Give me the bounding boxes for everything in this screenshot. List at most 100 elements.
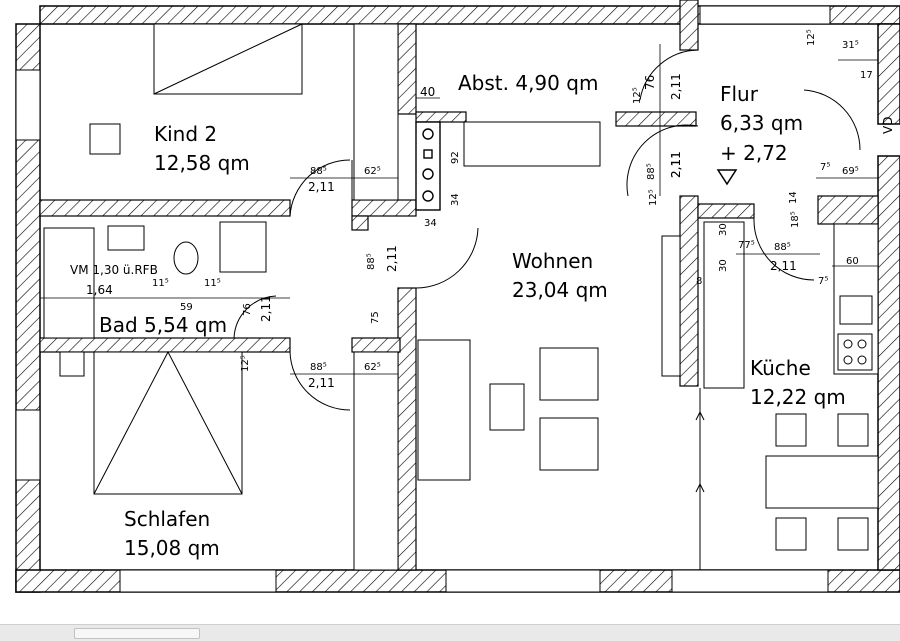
- bathtub: [43, 227, 95, 339]
- dimension-label: 75: [370, 311, 381, 324]
- room-schlafen-name: Schlafen: [124, 507, 210, 531]
- wall: [697, 203, 755, 219]
- wall: [39, 199, 291, 217]
- dimension-label: 34: [424, 218, 437, 229]
- counter: [703, 221, 745, 389]
- wall: [679, 0, 699, 51]
- dimension-label: 77⁵: [738, 240, 755, 251]
- armchair: [539, 347, 599, 401]
- dimension-label: 12⁵: [632, 87, 643, 104]
- dimension-label: 62⁵: [364, 166, 381, 177]
- window: [699, 5, 831, 25]
- dimension-label: 2,11: [669, 73, 683, 100]
- desk: [89, 123, 121, 155]
- room-wohnen-area: 23,04 qm: [512, 278, 608, 302]
- dimension-label: 88⁵: [774, 242, 791, 253]
- dimension-label: 2,11: [308, 180, 335, 194]
- dimension-label: 2,11: [669, 151, 683, 178]
- dining-table: [765, 455, 879, 509]
- room-schlafen-area: 15,08 qm: [124, 536, 220, 560]
- level-marker-icon: [716, 169, 738, 186]
- window: [15, 69, 41, 141]
- window: [671, 569, 829, 593]
- dimension-label: 69⁵: [842, 166, 859, 177]
- dimension-label: 88⁵: [366, 253, 377, 270]
- dimension-label: 14: [788, 191, 799, 204]
- dimension-label: 76: [643, 75, 657, 90]
- sofa: [417, 339, 471, 481]
- room-kind2-area: 12,58 qm: [154, 151, 250, 175]
- wall: [679, 195, 699, 387]
- interior-walls: [39, 0, 879, 571]
- armchair: [539, 417, 599, 471]
- open-divider: [695, 388, 705, 570]
- windows: [15, 5, 831, 593]
- chimney: [415, 121, 441, 211]
- dimension-label: 8: [696, 276, 702, 287]
- dimension-label: 7⁵: [820, 162, 830, 173]
- wall: [351, 337, 401, 353]
- dimension-label: 88⁵: [310, 166, 327, 177]
- wall-right-upper: [877, 23, 900, 125]
- dimension-label: 76: [242, 303, 253, 316]
- dimension-label: 59: [180, 302, 193, 313]
- dimension-label: 2,11: [669, 151, 683, 178]
- shelf: [661, 235, 681, 377]
- washbasin: [107, 225, 145, 251]
- dimension-lines: [40, 44, 878, 375]
- scrollbar-thumb[interactable]: [74, 628, 200, 639]
- window: [445, 569, 601, 593]
- wall: [351, 215, 369, 231]
- stove: [837, 333, 873, 371]
- dimension-label: 88⁵: [646, 163, 657, 180]
- door-swings: [233, 49, 861, 411]
- dimension-label: VD: [881, 117, 895, 134]
- dimension-label: 31⁵: [842, 40, 859, 51]
- wardrobe: [353, 351, 399, 571]
- room-kueche-area: 12,22 qm: [750, 385, 846, 409]
- room-flur-extra: + 2,72: [720, 141, 788, 165]
- nightstand: [59, 351, 85, 377]
- dimension-label: 12⁵: [806, 29, 817, 46]
- toilet: [173, 241, 199, 275]
- dimension-label: 88⁵: [310, 362, 327, 373]
- dimension-label: 40: [420, 85, 435, 99]
- chair: [837, 413, 869, 447]
- dimension-labels: 40 76 2,11 12⁵ 2,11 12⁵ 31⁵ 17 VD 88⁵ 2,…: [70, 29, 895, 390]
- dimension-label: VM 1,30 ü.RFB: [70, 263, 158, 277]
- wall: [351, 199, 417, 217]
- furniture: [43, 23, 879, 571]
- wall: [817, 195, 879, 225]
- chair: [837, 517, 869, 551]
- chair: [775, 413, 807, 447]
- chair: [775, 517, 807, 551]
- dimension-label: 17: [860, 70, 873, 81]
- dimension-label: 7⁵: [818, 276, 828, 287]
- dimension-label: 34: [450, 193, 461, 206]
- dimension-label: 92: [450, 151, 461, 164]
- room-kueche-name: Küche: [750, 356, 811, 380]
- dimension-label: 11⁵: [152, 278, 169, 289]
- dimension-label: 2,11: [259, 295, 273, 322]
- dimension-label: 12⁵: [240, 355, 251, 372]
- wardrobe: [353, 23, 399, 201]
- room-bad-label: Bad 5,54 qm: [99, 313, 227, 337]
- wall: [39, 337, 291, 353]
- wall: [415, 111, 467, 123]
- dimension-label: 1,64: [86, 283, 113, 297]
- wall-right: [877, 155, 900, 571]
- room-flur-area: 6,33 qm: [720, 111, 803, 135]
- horizontal-scrollbar[interactable]: [0, 624, 900, 641]
- shower: [219, 221, 267, 273]
- dimension-label: 62⁵: [364, 362, 381, 373]
- room-wohnen-name: Wohnen: [512, 249, 593, 273]
- dimension-label: 11⁵: [204, 278, 221, 289]
- dimension-label: 2,11: [308, 376, 335, 390]
- dimension-label: 12⁵: [648, 189, 659, 206]
- room-flur-name: Flur: [720, 82, 759, 106]
- dimension-label: 2,11: [385, 245, 399, 272]
- bed: [93, 351, 243, 495]
- coffee-table: [489, 383, 525, 431]
- wall: [397, 287, 417, 571]
- room-kind2-name: Kind 2: [154, 122, 217, 146]
